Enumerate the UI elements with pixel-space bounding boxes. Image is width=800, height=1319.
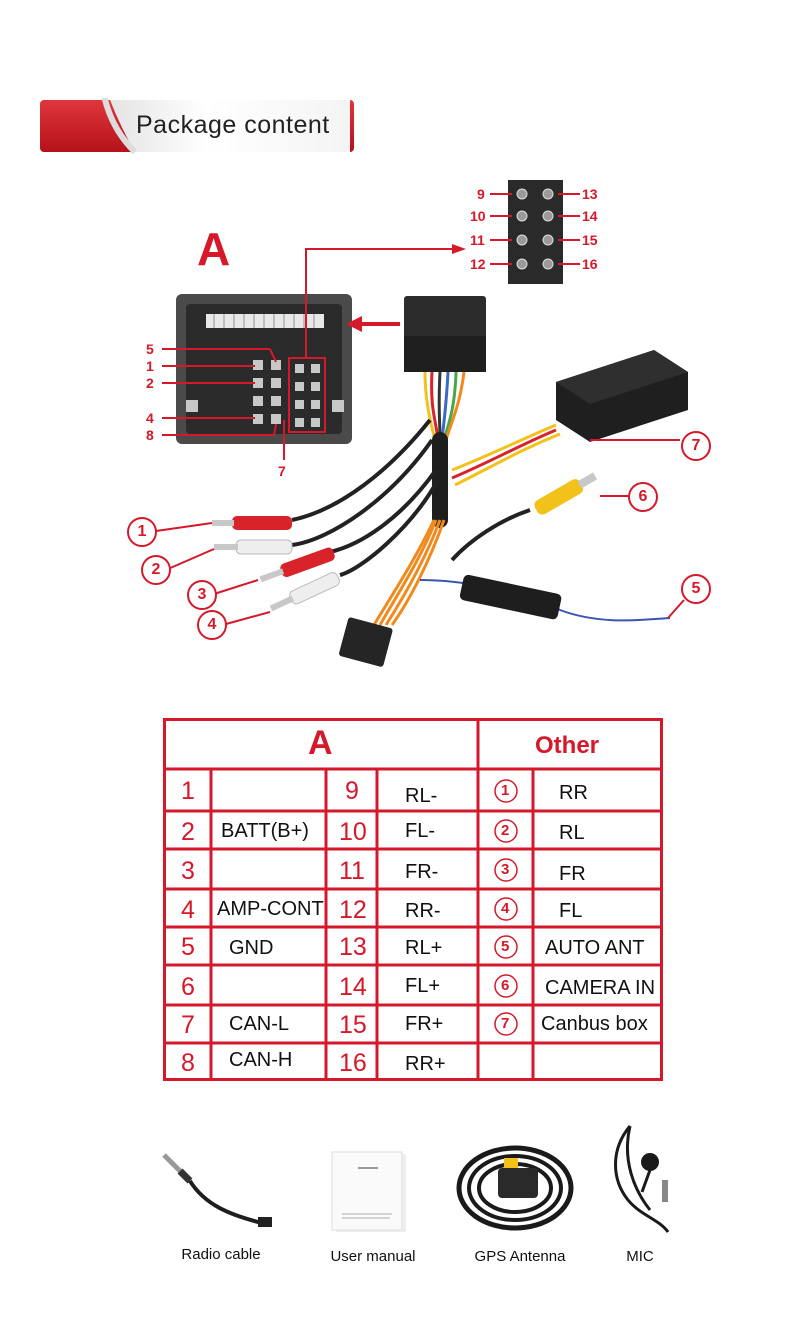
table-cell-num: 1 [501, 782, 510, 799]
inset-label-10: 10 [470, 208, 486, 224]
table-cell-label: Canbus box [541, 1013, 648, 1035]
package-content-banner [40, 98, 354, 154]
table-header-a: A [308, 724, 333, 762]
inset-label-15: 15 [582, 232, 598, 248]
antenna-filter [459, 574, 562, 620]
inset-label-13: 13 [582, 186, 598, 202]
table-cell-label: RR+ [405, 1053, 446, 1075]
user-manual-image [331, 1151, 406, 1232]
table-cell-num: 10 [339, 818, 367, 846]
table-cell-label: AMP-CONT [217, 898, 324, 920]
harness-plug [404, 296, 486, 346]
table-cell-label: RL- [405, 785, 438, 807]
connector-label: A [197, 223, 231, 275]
table-cell-label: RL [559, 822, 585, 844]
callout-2: 2 [141, 555, 171, 585]
pin-label-1: 1 [146, 358, 154, 374]
table-cell-num: 9 [345, 777, 359, 805]
inset-label-11: 11 [470, 232, 485, 248]
table-cell-num: 6 [181, 973, 195, 1001]
page-title: Package content [136, 111, 330, 139]
table-cell-num: 1 [181, 777, 195, 805]
table-cell-num: 5 [501, 938, 510, 955]
radio-cable-image [162, 1153, 272, 1227]
pin-label-8: 8 [146, 427, 154, 443]
user-manual-caption: User manual [330, 1248, 416, 1265]
table-cell-label: FL [559, 900, 583, 922]
gps-antenna-caption: GPS Antenna [474, 1248, 566, 1265]
callout-1: 1 [127, 517, 157, 547]
table-cell-label: RL+ [405, 937, 443, 959]
table-cell-label: GND [229, 937, 274, 959]
mic-caption: MIC [626, 1248, 654, 1265]
table-cell-num: 2 [501, 822, 510, 839]
table-cell-num: 12 [339, 896, 367, 924]
table-cell-label: RR [559, 782, 588, 804]
table-cell-label: FR- [405, 861, 439, 883]
table-cell-num: 7 [501, 1015, 510, 1032]
mic-image [614, 1125, 670, 1233]
pin-label-4: 4 [146, 410, 154, 426]
pin-label-7: 7 [278, 463, 286, 479]
table-cell-num: 2 [181, 818, 195, 846]
table-cell-num: 3 [501, 861, 510, 878]
inset-label-14: 14 [582, 208, 598, 224]
pin-label-5: 5 [146, 341, 154, 357]
inset-label-16: 16 [582, 256, 598, 272]
table-cell-num: 14 [339, 973, 367, 1001]
radio-cable-caption: Radio cable [181, 1246, 261, 1263]
table-cell-label: RR- [405, 900, 441, 922]
table-cell-label: CAN-H [229, 1049, 293, 1071]
table-cell-num: 13 [339, 933, 367, 961]
table-cell-label: AUTO ANT [545, 937, 645, 959]
table-cell-num: 4 [501, 900, 510, 917]
inset-label-12: 12 [470, 256, 486, 272]
table-cell-num: 4 [181, 896, 195, 924]
table-cell-num: 5 [181, 933, 195, 961]
table-cell-num: 6 [501, 977, 510, 994]
table-cell-label: FR+ [405, 1013, 444, 1035]
inset-label-9: 9 [477, 186, 485, 202]
table-cell-label: FL- [405, 820, 435, 842]
table-cell-label: FL+ [405, 975, 441, 997]
bottom-plug [339, 617, 393, 667]
callout-3: 3 [187, 580, 217, 610]
table-cell-num: 15 [339, 1011, 367, 1039]
table-cell-num: 3 [181, 857, 195, 885]
table-cell-label: BATT(B+) [221, 820, 309, 842]
pinout-table: A Other 1 2 3 4 5 6 7 8 BATT(B+) AMP-CON… [163, 718, 663, 1081]
pinout-inset [508, 180, 563, 284]
table-cell-label: CAN-L [229, 1013, 290, 1035]
callout-6: 6 [628, 482, 658, 512]
wiring-harness-diagram [155, 180, 688, 667]
table-cell-label: FR [559, 863, 586, 885]
table-cell-label: CAMERA IN [545, 977, 656, 999]
callout-5: 5 [681, 574, 711, 604]
table-cell-num: 16 [339, 1049, 367, 1077]
table-cell-num: 8 [181, 1049, 195, 1077]
table-cell-num: 11 [339, 857, 365, 885]
table-cell-num: 7 [181, 1011, 195, 1039]
gps-antenna-image [456, 1145, 574, 1231]
table-header-other: Other [535, 732, 600, 759]
callout-7: 7 [681, 431, 711, 461]
pin-label-2: 2 [146, 375, 154, 391]
callout-4: 4 [197, 610, 227, 640]
